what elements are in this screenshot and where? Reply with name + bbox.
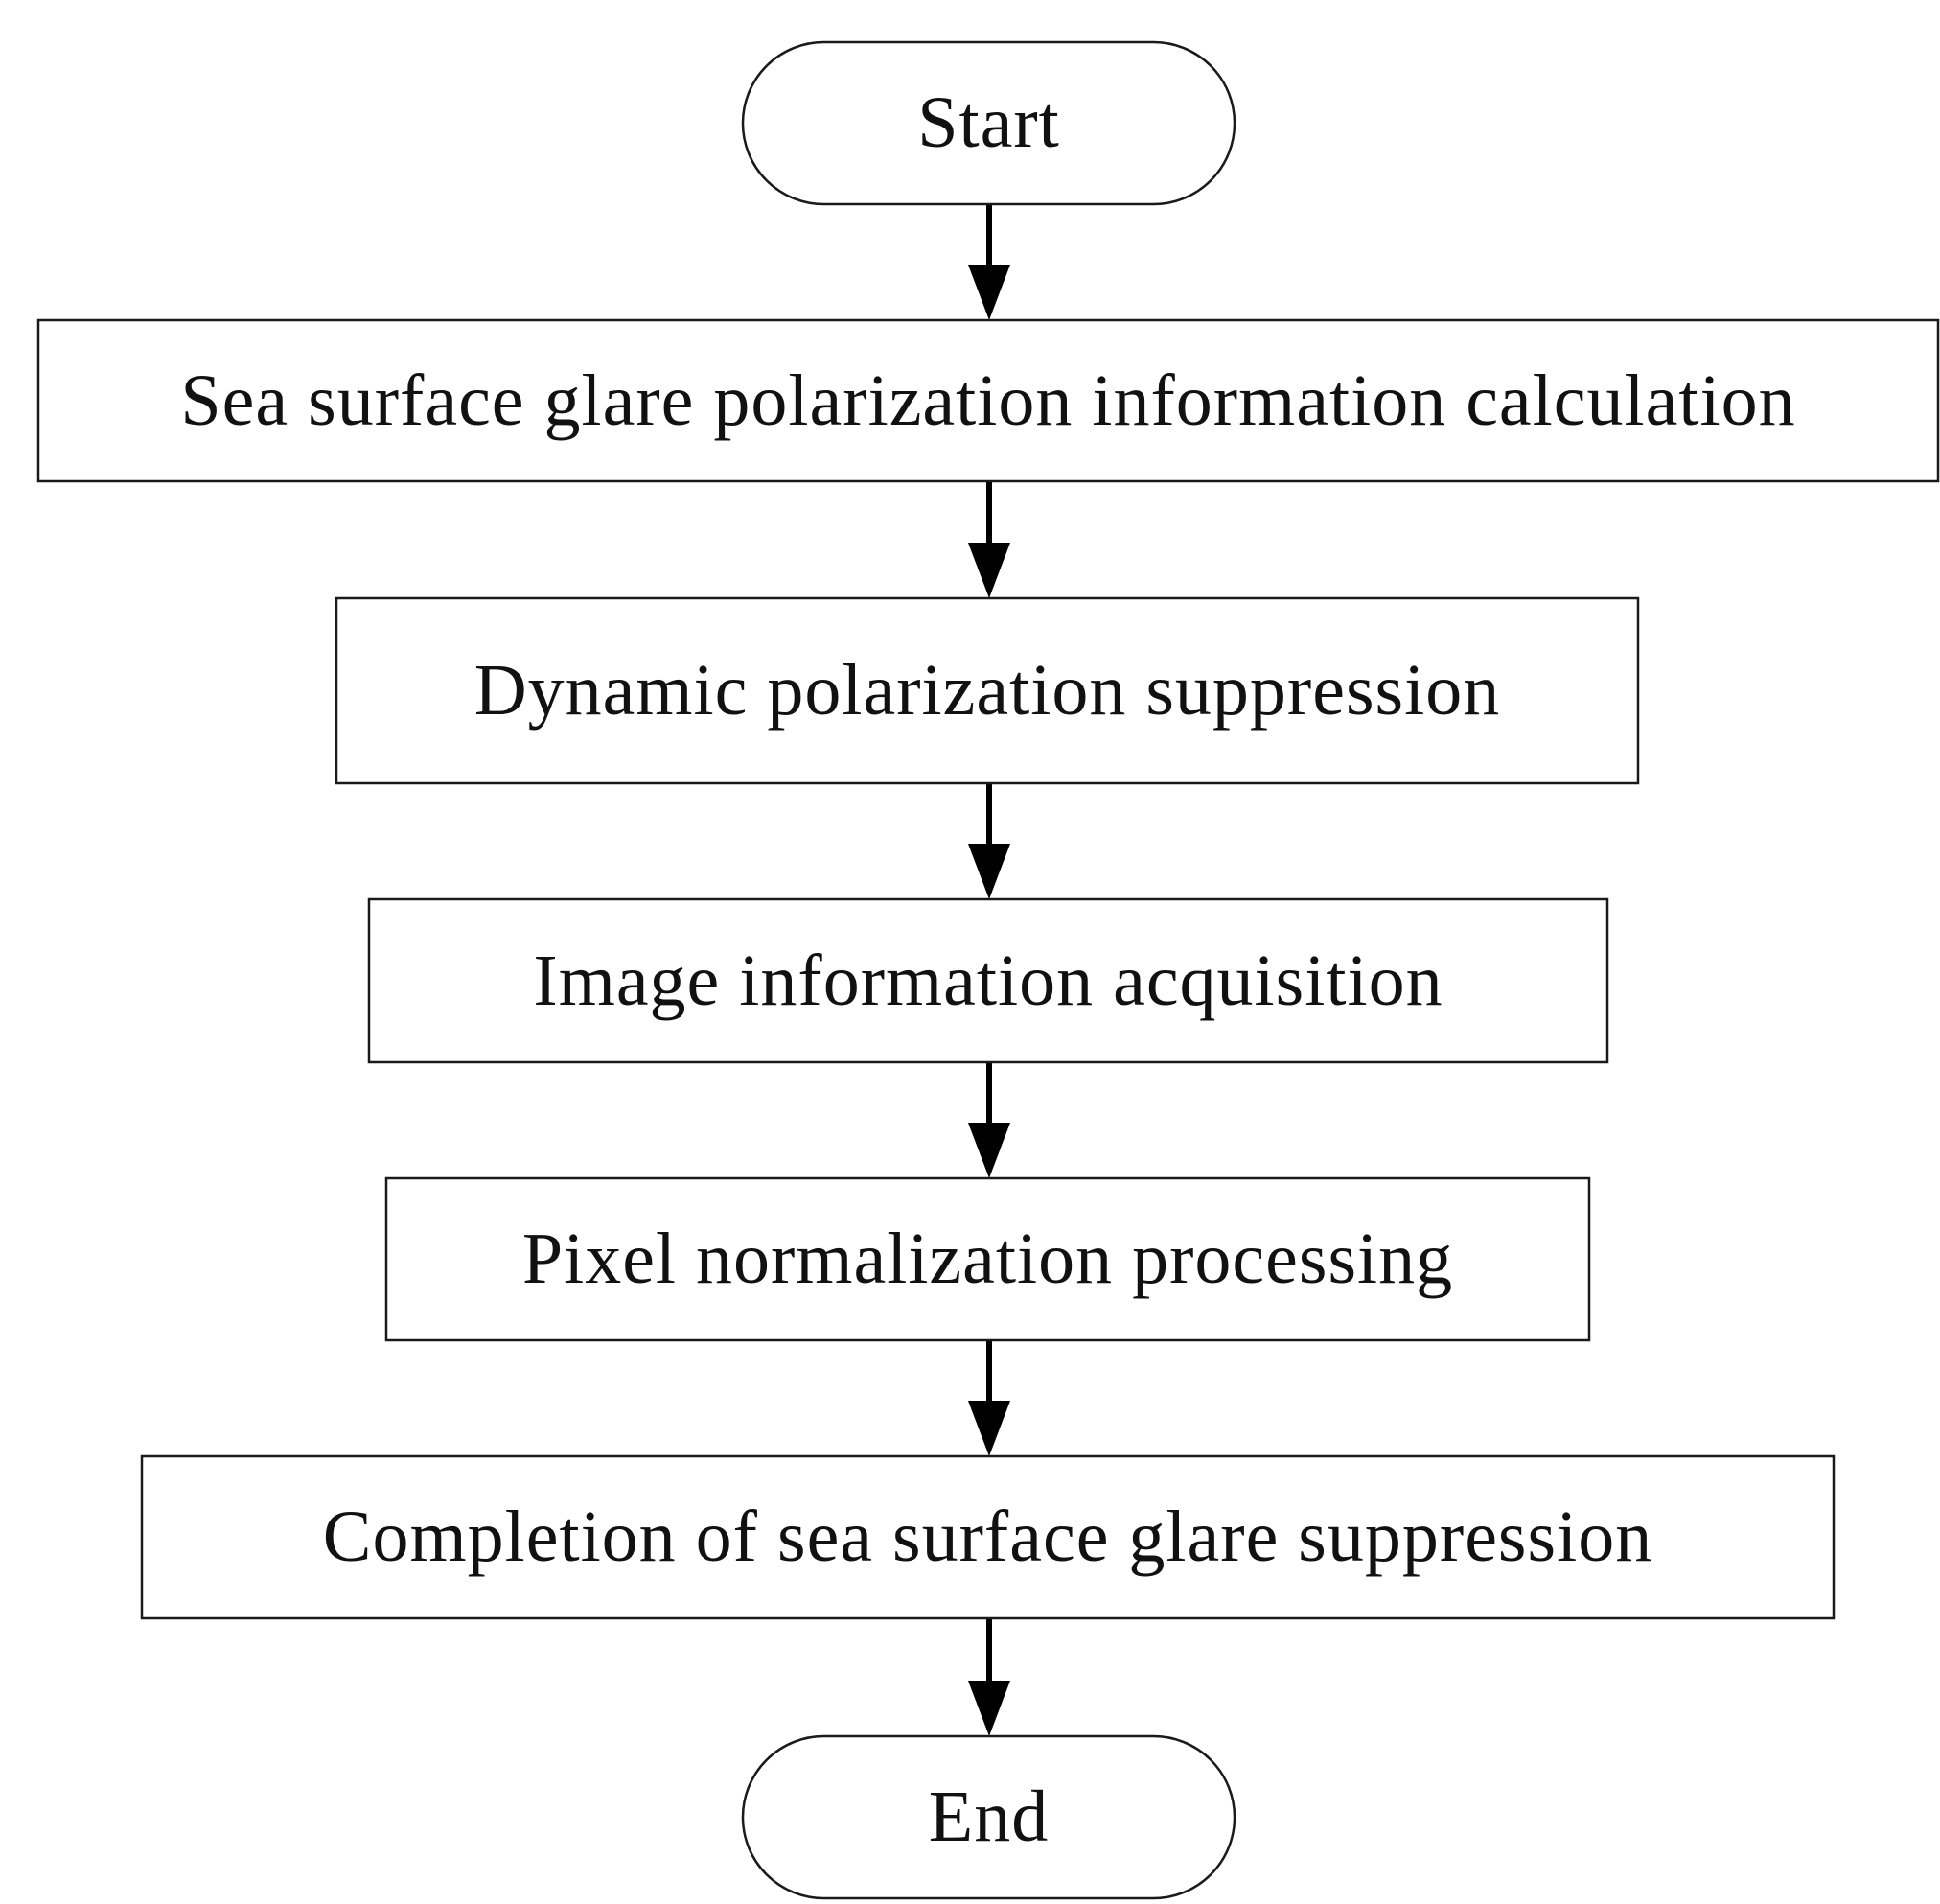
terminal-node-start: [741, 40, 1236, 206]
arrow-head-icon: [968, 1681, 1010, 1736]
node-label-step4: Pixel normalization processing: [521, 1219, 1454, 1299]
process-node-step4: [384, 1176, 1591, 1342]
arrow-head-icon: [968, 543, 1010, 598]
node-label-step1: Sea surface glare polarization informati…: [180, 360, 1796, 441]
process-node-step5: [140, 1454, 1836, 1620]
process-node-step3: [367, 897, 1609, 1064]
process-node-step2: [335, 596, 1640, 785]
node-label-end: End: [928, 1776, 1050, 1857]
node-label-step3: Image information acquisition: [533, 940, 1443, 1021]
nodes-layer: [36, 40, 1940, 1900]
node-label-start: Start: [917, 82, 1060, 163]
node-label-step5: Completion of sea surface glare suppress…: [322, 1497, 1653, 1577]
arrow-head-icon: [968, 844, 1010, 899]
arrow-head-icon: [968, 265, 1010, 320]
process-node-step1: [36, 318, 1940, 483]
arrow-head-icon: [968, 1123, 1010, 1178]
node-label-step2: Dynamic polarization suppression: [473, 650, 1501, 731]
arrow-head-icon: [968, 1401, 1010, 1456]
terminal-node-end: [741, 1734, 1236, 1900]
connectors-layer: [968, 204, 1010, 1736]
